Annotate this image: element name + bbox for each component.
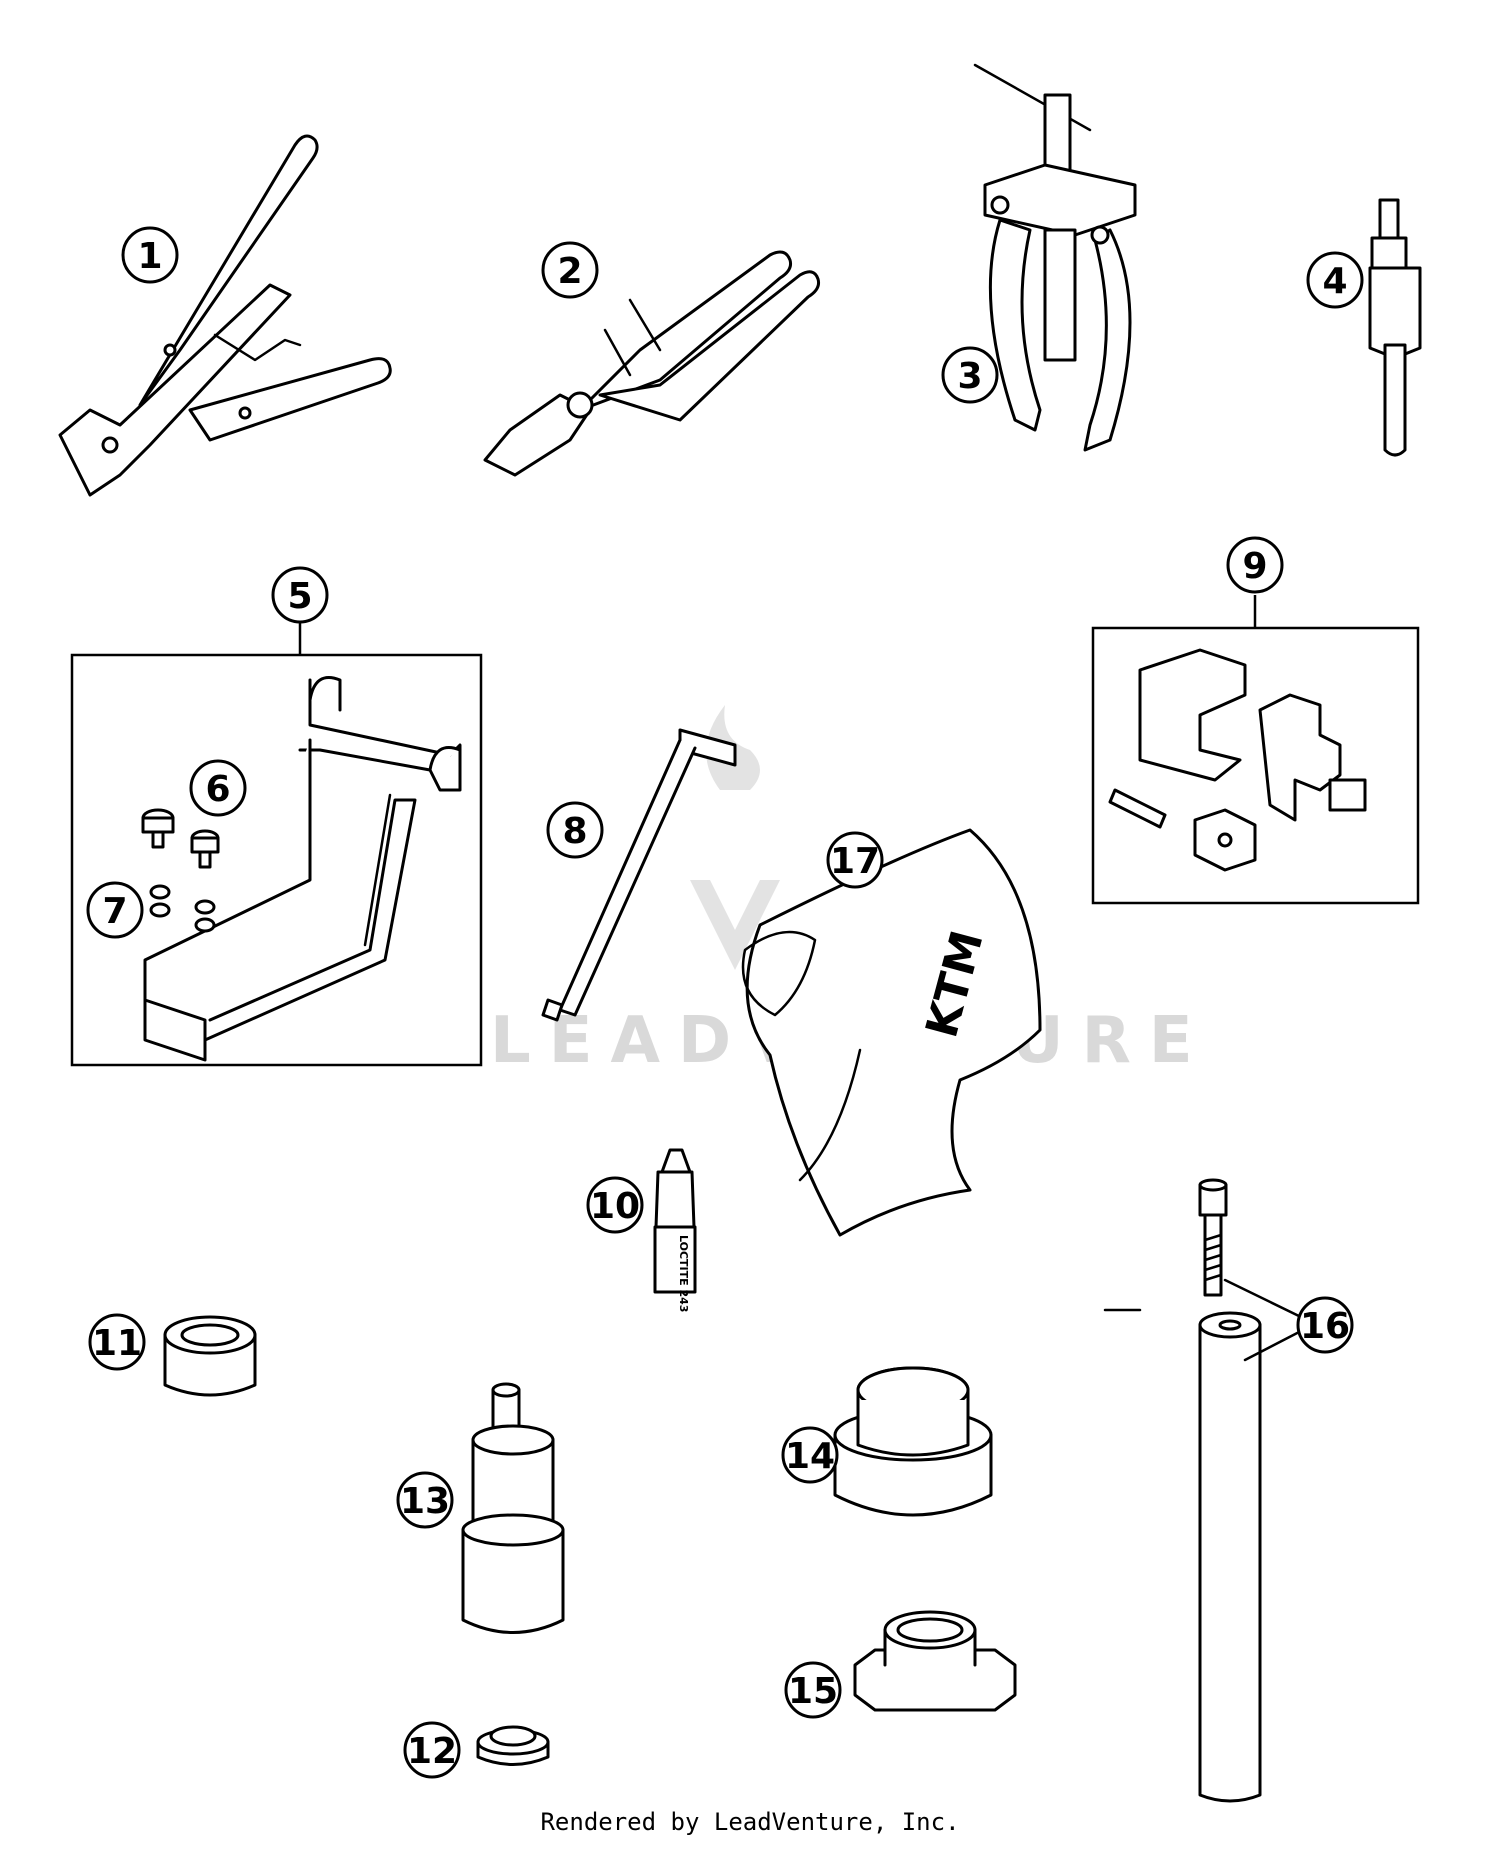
callout-16: 16 [1296, 1296, 1354, 1354]
bottle-label: LOCTITE 243 [677, 1235, 690, 1312]
part-16-mandrel [1198, 1178, 1305, 1803]
part-2-pliers [483, 250, 820, 477]
callout-14: 14 [781, 1426, 839, 1484]
callout-10: 10 [586, 1176, 644, 1234]
callout-circle [586, 1176, 644, 1234]
part-12-cap [476, 1725, 550, 1766]
callout-circle [88, 1313, 146, 1371]
callout-circle [546, 801, 604, 859]
part-17-ktm-bag: KTM [741, 828, 1042, 1237]
callout-15: 15 [784, 1661, 842, 1719]
callout-circle [541, 241, 599, 299]
callout-number: 13 [400, 1481, 450, 1522]
callout-circle [781, 1426, 839, 1484]
callout-17: 17 [826, 831, 884, 889]
callout-number: 1 [137, 236, 162, 277]
callout-circle [271, 566, 329, 624]
callout-number: 16 [1300, 1306, 1350, 1347]
callout-circle [1226, 536, 1284, 594]
part-8-holding-rod [541, 728, 737, 1022]
screw-6 [141, 808, 220, 869]
part-13-press-tool [461, 1382, 565, 1634]
callout-12: 12 [403, 1721, 461, 1779]
callout-5: 5 [271, 566, 329, 624]
part-5-frame-box [70, 615, 483, 1067]
callout-number: 10 [590, 1186, 640, 1227]
callout-2: 2 [541, 241, 599, 299]
callout-8: 8 [546, 801, 604, 859]
callout-circle [1306, 251, 1364, 309]
footer-credit: Rendered by LeadVenture, Inc. [540, 1808, 960, 1836]
callout-number: 8 [562, 811, 587, 852]
callout-number: 4 [1322, 261, 1347, 302]
callout-number: 2 [557, 251, 582, 292]
callout-1: 1 [121, 226, 179, 284]
callout-number: 5 [287, 576, 312, 617]
callout-9: 9 [1226, 536, 1284, 594]
v-logo-icon [690, 880, 780, 970]
callout-11: 11 [88, 1313, 146, 1371]
part-9-tool-box [1091, 595, 1420, 905]
callout-4: 4 [1306, 251, 1364, 309]
callout-number: 9 [1242, 546, 1267, 587]
callout-circle [121, 226, 179, 284]
callout-circle [403, 1721, 461, 1779]
nuts-7 [149, 884, 216, 933]
part-10-loctite-bottle: LOCTITE 243 [653, 1148, 697, 1312]
callout-circle [1296, 1296, 1354, 1354]
callout-circle [396, 1471, 454, 1529]
callout-circle [86, 881, 144, 939]
callout-number: 11 [92, 1323, 142, 1364]
callout-circle [189, 759, 247, 817]
part-14-bushing [833, 1366, 993, 1517]
callout-number: 17 [830, 841, 880, 882]
part-1-clamp-pliers [58, 134, 392, 497]
callout-number: 6 [205, 769, 230, 810]
callout-number: 7 [102, 891, 127, 932]
part-4-extractor [1368, 198, 1422, 457]
callout-3: 3 [941, 346, 999, 404]
callout-number: 14 [785, 1436, 835, 1477]
callout-13: 13 [396, 1471, 454, 1529]
part-15-nut [853, 1610, 1017, 1712]
callout-circle [784, 1661, 842, 1719]
callout-number: 3 [957, 356, 982, 397]
callout-number: 15 [788, 1671, 838, 1712]
part-3-puller [973, 63, 1137, 452]
callout-7: 7 [86, 881, 144, 939]
callout-circle [941, 346, 999, 404]
callout-number: 12 [407, 1731, 457, 1772]
callout-circle [826, 831, 884, 889]
callout-6: 6 [189, 759, 247, 817]
part-11-ring [163, 1315, 257, 1397]
